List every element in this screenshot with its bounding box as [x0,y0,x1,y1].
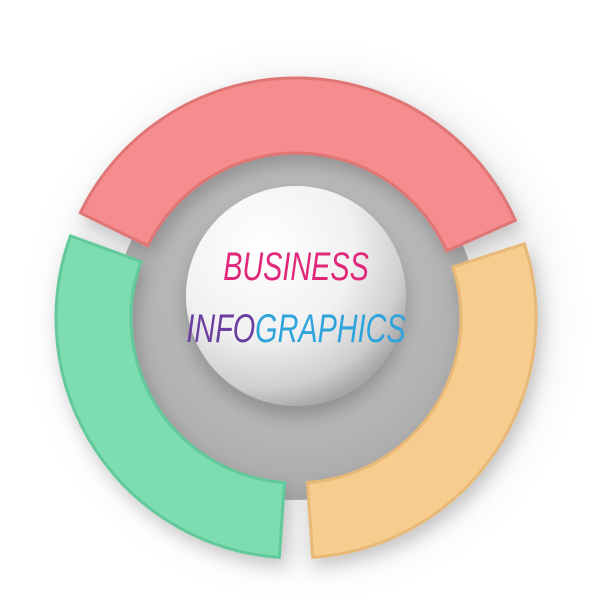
segment-top[interactable] [78,76,518,253]
title-graphics: GRAPHICS [255,306,405,351]
segment-left[interactable] [54,233,287,560]
title-line-2: INFOGRAPHICS [186,306,405,351]
title-line-1: BUSINESS [223,244,369,289]
segment-group [54,76,538,560]
center-sphere [186,186,406,406]
segment-right[interactable] [305,241,538,560]
title-info: INFO [186,306,255,351]
